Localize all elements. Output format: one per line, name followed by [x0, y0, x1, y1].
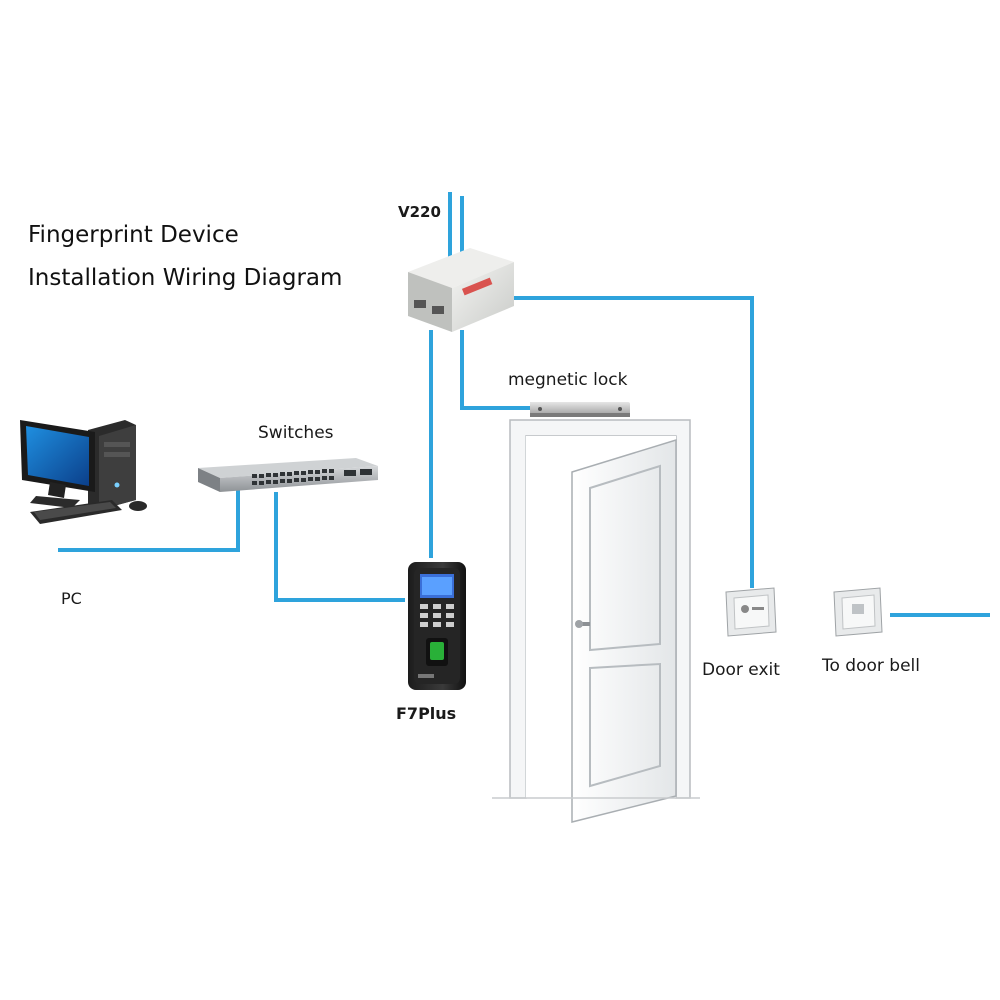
power-supply-icon — [408, 248, 514, 332]
diagram-title-line2: Installation Wiring Diagram — [28, 265, 343, 291]
wire-pc-switch — [58, 490, 240, 552]
device-label: F7Plus — [396, 704, 457, 723]
wire-psu-exit — [514, 296, 754, 588]
door-bell-label: To door bell — [822, 656, 920, 676]
door-bell-button-icon — [833, 587, 883, 637]
diagram-title-line1: Fingerprint Device — [28, 222, 239, 248]
wire-switch-device — [274, 492, 405, 602]
magnetic-lock-icon — [530, 402, 630, 417]
power-label: V220 — [398, 203, 441, 221]
exit-button-icon — [725, 587, 777, 637]
desktop-computer-icon — [20, 420, 147, 524]
wire-psu-lock — [460, 330, 530, 410]
door-exit-label: Door exit — [702, 660, 780, 680]
pc-label: PC — [61, 589, 82, 608]
door-icon — [492, 419, 700, 823]
lock-label: megnetic lock — [508, 370, 628, 390]
network-switch-icon — [198, 458, 378, 492]
wires — [58, 192, 990, 617]
switches-label: Switches — [258, 423, 334, 443]
fingerprint-terminal-icon — [408, 562, 466, 690]
